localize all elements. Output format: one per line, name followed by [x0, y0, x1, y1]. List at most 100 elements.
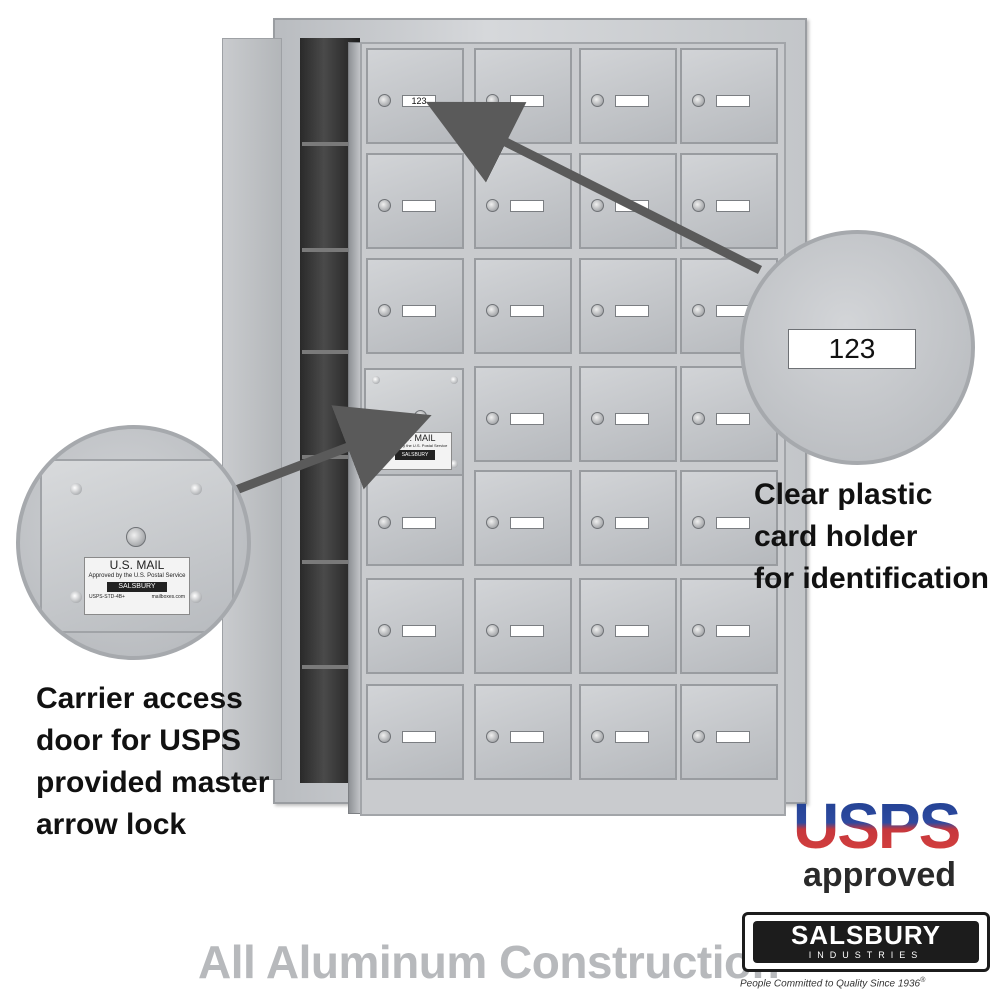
screw-icon	[70, 483, 82, 495]
compartment-door[interactable]	[366, 578, 464, 674]
card-holder	[510, 305, 544, 317]
compartment-door[interactable]	[579, 258, 677, 354]
salsbury-name: SALSBURY	[790, 920, 942, 950]
compartment-door[interactable]	[474, 470, 572, 566]
door-lock-icon[interactable]	[692, 412, 705, 425]
door-lock-icon[interactable]	[378, 94, 391, 107]
screw-icon	[190, 483, 202, 495]
door-lock-icon[interactable]	[692, 516, 705, 529]
card-holder-caption: Clear plastic card holder for identifica…	[754, 474, 989, 600]
card-holder	[510, 200, 544, 212]
door-lock-icon[interactable]	[378, 516, 391, 529]
zoom-card-holder: 123	[788, 329, 916, 369]
usps-logo: USPS	[793, 790, 961, 862]
caption-line: arrow lock	[36, 808, 187, 841]
zoom-plate-footer: USPS-STD-4B+ mailboxes.com	[85, 594, 189, 601]
door-lock-icon[interactable]	[486, 412, 499, 425]
card-holder	[510, 517, 544, 529]
door-lock-icon[interactable]	[692, 730, 705, 743]
caption-line: for identification	[754, 562, 989, 595]
mailbox-cabinet-side	[222, 38, 282, 780]
card-holder	[615, 731, 649, 743]
door-lock-icon[interactable]	[486, 304, 499, 317]
door-lock-icon[interactable]	[486, 730, 499, 743]
compartment-door[interactable]	[579, 366, 677, 462]
salsbury-tagline-text: People Committed to Quality Since 1936	[740, 978, 921, 990]
construction-tagline: All Aluminum Construction	[198, 936, 780, 988]
card-holder	[716, 95, 750, 107]
door-lock-icon[interactable]	[692, 624, 705, 637]
card-holder	[402, 625, 436, 637]
screw-icon	[450, 460, 458, 468]
card-holder-arrow	[425, 101, 763, 275]
door-lock-icon[interactable]	[378, 199, 391, 212]
door-lock-icon[interactable]	[692, 304, 705, 317]
compartment-door[interactable]	[579, 470, 677, 566]
caption-line: Clear plastic	[754, 478, 933, 511]
door-lock-icon[interactable]	[591, 624, 604, 637]
screw-icon	[372, 376, 380, 384]
compartment-door[interactable]	[474, 258, 572, 354]
zoom-plate-title: U.S. MAIL	[109, 558, 165, 572]
caption-line: door for USPS	[36, 724, 242, 757]
arrow-lock-icon	[126, 527, 146, 547]
compartment-door[interactable]	[366, 684, 464, 780]
door-lock-icon[interactable]	[378, 304, 391, 317]
zoom-us-mail-plate: U.S. MAIL Approved by the U.S. Postal Se…	[84, 557, 190, 615]
salsbury-logo-plate: SALSBURY INDUSTRIES	[753, 921, 979, 963]
door-lock-icon[interactable]	[692, 199, 705, 212]
zoom-carrier-door: U.S. MAIL Approved by the U.S. Postal Se…	[40, 459, 234, 633]
screw-icon	[190, 591, 202, 603]
carrier-door-zoom-circle: U.S. MAIL Approved by the U.S. Postal Se…	[16, 425, 251, 660]
card-holder	[716, 625, 750, 637]
door-lock-icon[interactable]	[486, 199, 499, 212]
zoom-plate-brand: SALSBURY	[107, 582, 167, 592]
door-lock-icon[interactable]	[591, 94, 604, 107]
zoom-plate-model: USPS-STD-4B+	[89, 594, 125, 600]
compartment-door[interactable]	[579, 578, 677, 674]
card-holder	[510, 625, 544, 637]
trademark-mark: ®	[920, 977, 926, 984]
card-holder	[716, 200, 750, 212]
compartment-door[interactable]	[474, 684, 572, 780]
door-lock-icon[interactable]	[591, 199, 604, 212]
card-holder	[615, 95, 649, 107]
card-holder	[615, 517, 649, 529]
compartment-door[interactable]	[680, 578, 778, 674]
door-lock-icon[interactable]	[591, 516, 604, 529]
compartment-door[interactable]	[579, 684, 677, 780]
salsbury-tagline: People Committed to Quality Since 1936®	[740, 977, 925, 989]
cavity-shelf	[302, 248, 358, 252]
zoom-plate-site: mailboxes.com	[151, 594, 185, 600]
compartment-door[interactable]	[579, 48, 677, 144]
card-holder	[716, 517, 750, 529]
compartment-door[interactable]	[366, 258, 464, 354]
door-lock-icon[interactable]	[591, 730, 604, 743]
card-holder	[615, 305, 649, 317]
door-lock-icon[interactable]	[378, 730, 391, 743]
card-holder	[402, 305, 436, 317]
door-lock-icon[interactable]	[486, 624, 499, 637]
caption-line: Carrier access	[36, 682, 243, 715]
door-lock-icon[interactable]	[378, 624, 391, 637]
caption-line: card holder	[754, 520, 918, 553]
compartment-door[interactable]	[680, 48, 778, 144]
compartment-door[interactable]	[474, 578, 572, 674]
salsbury-logo: SALSBURY INDUSTRIES	[742, 912, 990, 972]
compartment-door[interactable]	[680, 684, 778, 780]
door-lock-icon[interactable]	[692, 94, 705, 107]
caption-line: provided master	[36, 766, 270, 799]
door-lock-icon[interactable]	[591, 304, 604, 317]
door-lock-icon[interactable]	[591, 412, 604, 425]
card-holder	[716, 731, 750, 743]
cavity-shelf	[302, 560, 358, 564]
card-holder-zoom-circle: 123	[740, 230, 975, 465]
compartment-door[interactable]	[474, 366, 572, 462]
carrier-door-arrow	[234, 405, 432, 495]
door-lock-icon[interactable]	[486, 516, 499, 529]
cavity-shelf	[302, 142, 358, 146]
compartment-door[interactable]	[680, 470, 778, 566]
cavity-shelf	[302, 665, 358, 669]
card-holder	[402, 517, 436, 529]
